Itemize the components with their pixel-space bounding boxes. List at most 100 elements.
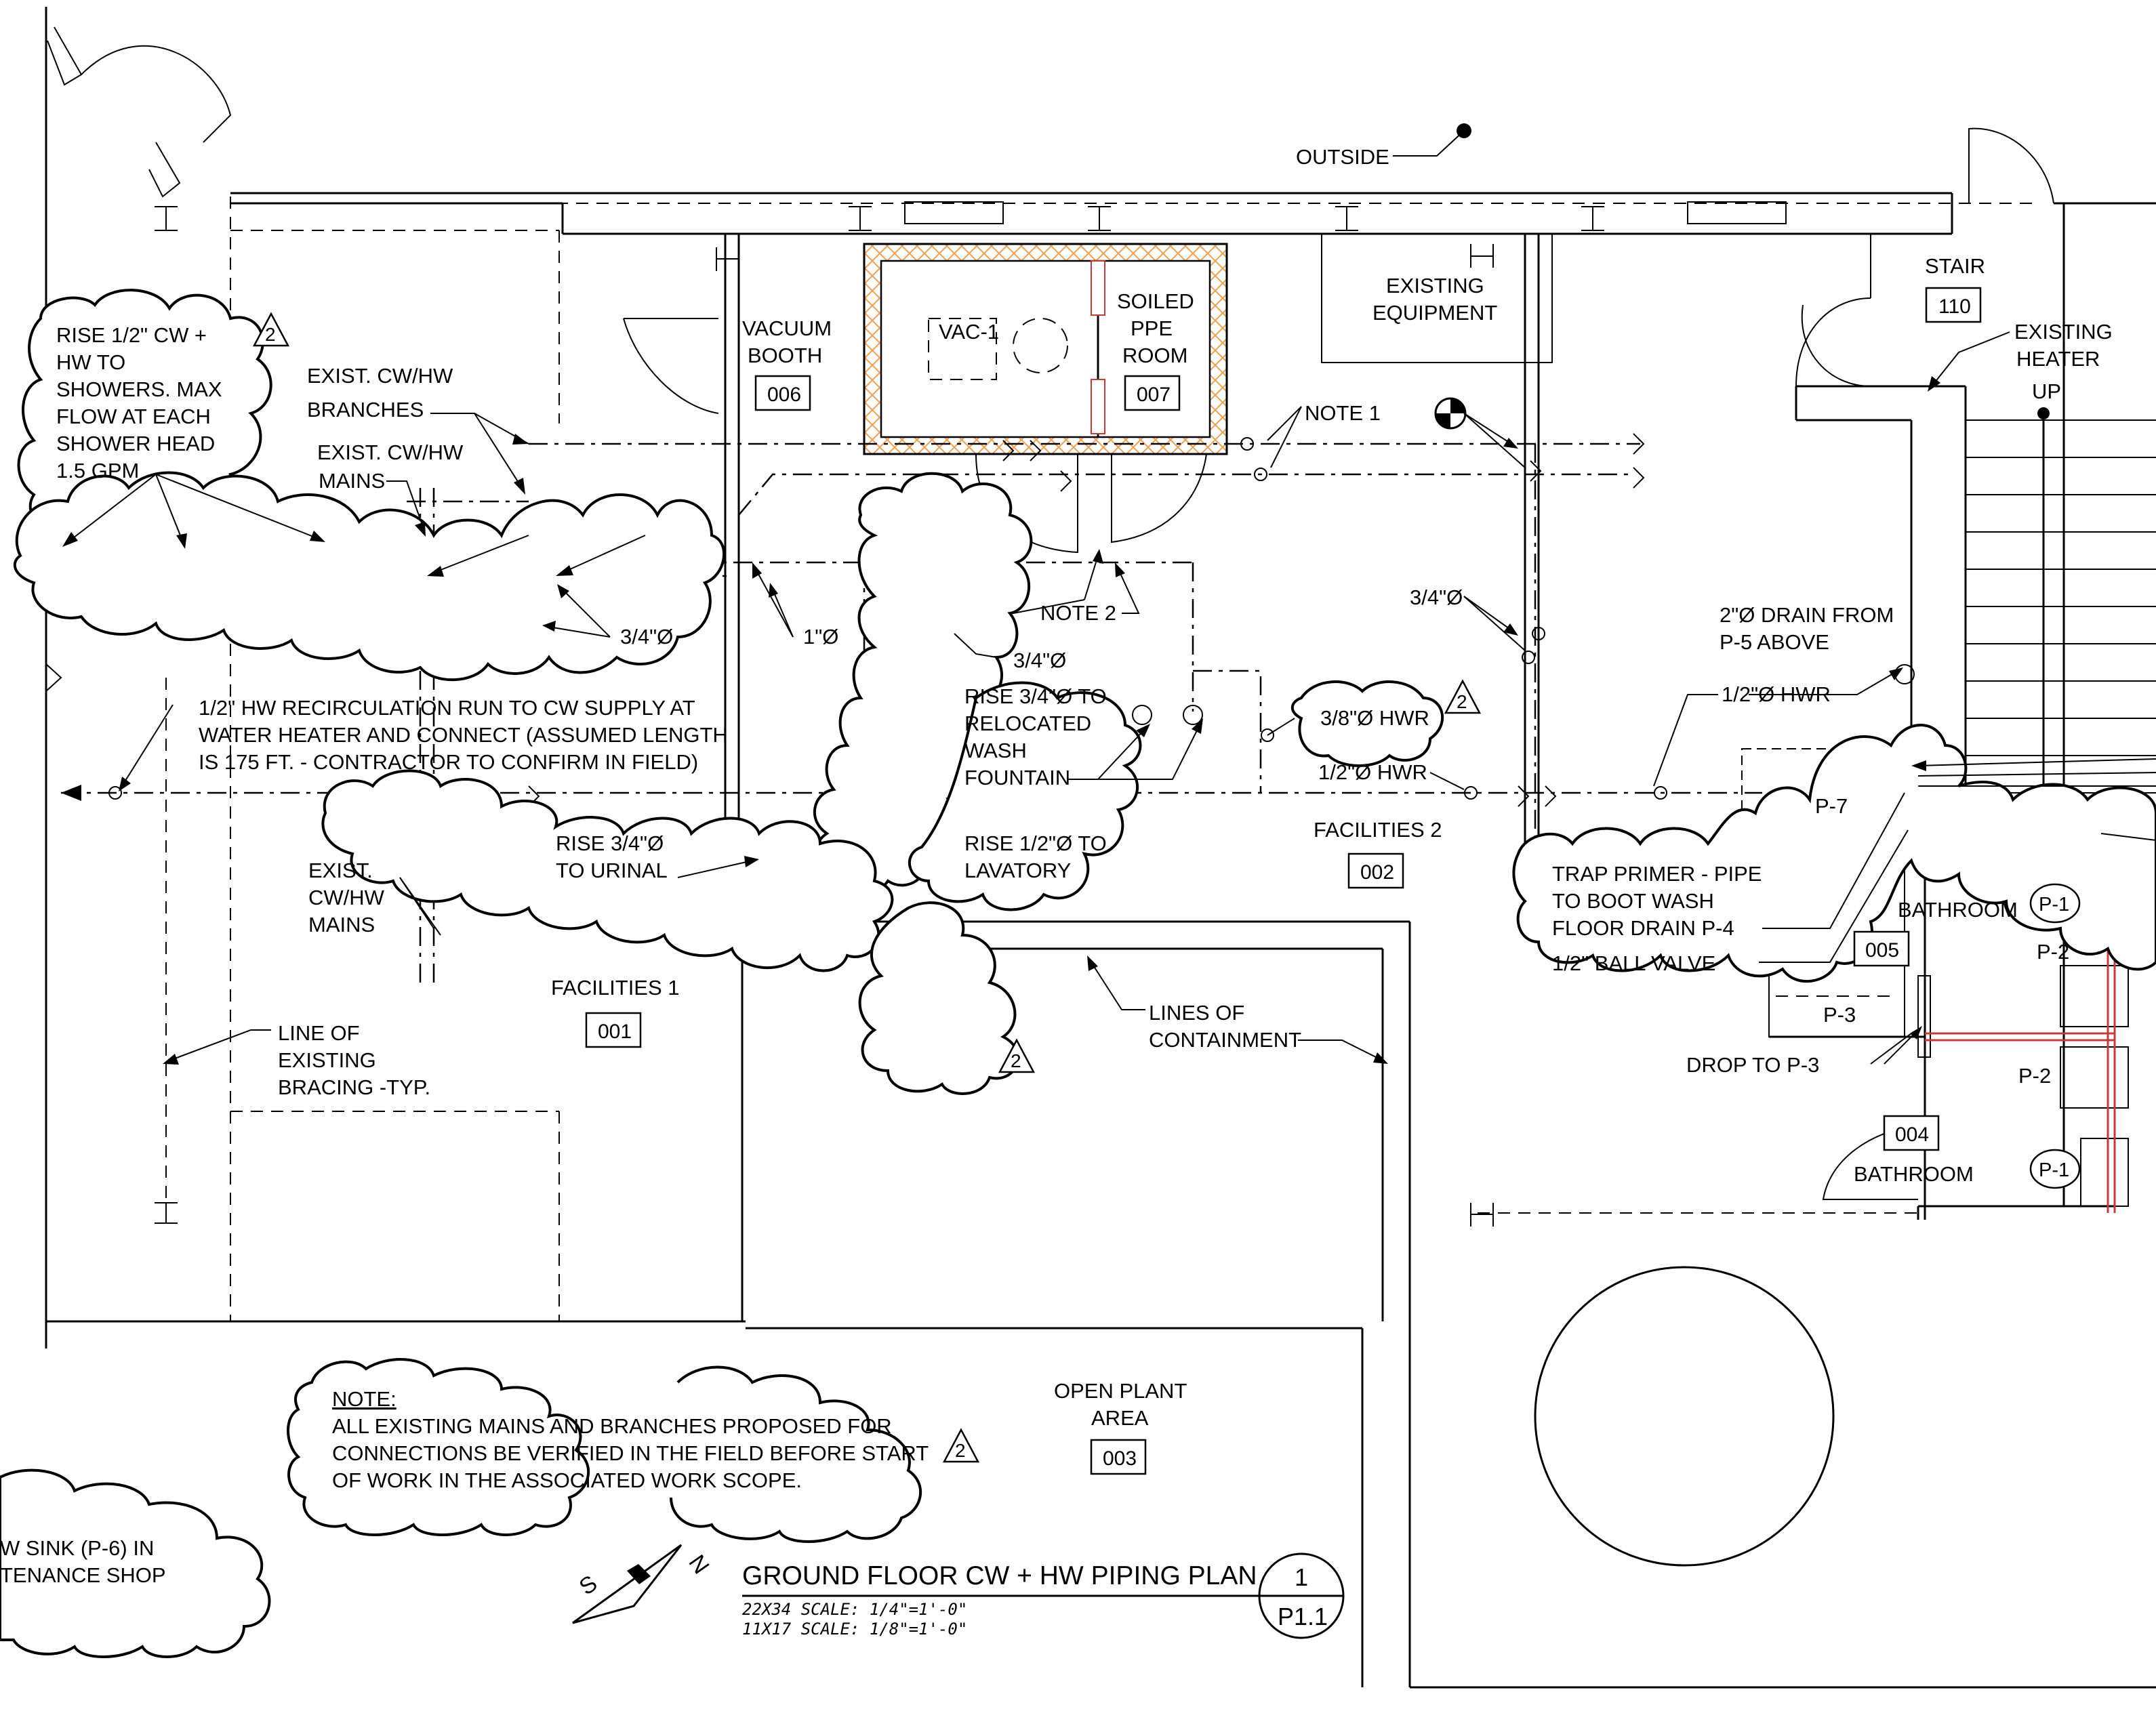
drawing-labels: OUTSIDE VACUUM BOOTH 006 VAC-1 SOILED PP… <box>0 145 2113 1587</box>
urinal-note-2: TO URINAL <box>556 859 668 882</box>
exist-branches-1: EXIST. CW/HW <box>307 364 453 388</box>
facilities1-label: FACILITIES 1 <box>551 976 680 1000</box>
showers-note-1: RISE 1/2" CW + <box>56 323 207 347</box>
fountain-note-2: RELOCATED <box>964 712 1091 735</box>
showers-note-5: SHOWER HEAD <box>56 432 215 455</box>
fixture-p2-a: P-2 <box>2037 940 2069 964</box>
existing-equipment-label-2: EQUIPMENT <box>1372 301 1497 325</box>
fixture-p1-a: P-1 <box>2039 894 2069 915</box>
open-plant-number: 003 <box>1103 1447 1137 1470</box>
stair-number: 110 <box>1938 295 1971 318</box>
lav-note-2: LAVATORY <box>964 859 1071 882</box>
stair-label: STAIR <box>1925 254 1985 278</box>
size-label-c: 3/4"Ø <box>1410 585 1463 609</box>
showers-note-3: SHOWERS. MAX <box>56 377 222 401</box>
vacuum-booth-label: VACUUM <box>742 316 832 340</box>
north-arrow-s: S <box>575 1570 602 1600</box>
note1-label: NOTE 1 <box>1305 401 1381 425</box>
soiled-ppe-number: 007 <box>1137 384 1171 406</box>
facilities2-number: 002 <box>1360 861 1394 884</box>
recirc-note-2: WATER HEATER AND CONNECT (ASSUMED LENGTH <box>199 723 728 747</box>
hwr-12-label-a: 1/2"Ø HWR <box>1318 760 1427 784</box>
containment-note-1: LINES OF <box>1149 1001 1244 1025</box>
size-label-1in: 1"Ø <box>803 625 838 648</box>
revision-triangles <box>252 312 1482 1463</box>
trap-note-3: FLOOR DRAIN P-4 <box>1552 916 1734 940</box>
general-note-line-2: CONNECTIONS BE VERIFIED IN THE FIELD BEF… <box>332 1441 929 1465</box>
existing-equipment-label-1: EXISTING <box>1386 274 1484 297</box>
title-block: S N GROUND FLOOR CW + HW PIPING PLAN 22X… <box>572 1544 1345 1639</box>
urinal-note-1: RISE 3/4"Ø <box>556 831 664 855</box>
general-note-line-3: OF WORK IN THE ASSOCIATED WORK SCOPE. <box>332 1468 802 1492</box>
fountain-note-4: FOUNTAIN <box>964 766 1070 789</box>
north-arrow-n: N <box>683 1550 714 1579</box>
exist-mains-b-2: CW/HW <box>308 886 385 909</box>
rev-triangle-label-1: 2 <box>265 324 276 345</box>
exist-mains-2: MAINS <box>319 469 385 493</box>
facilities2-label: FACILITIES 2 <box>1314 818 1442 842</box>
soiled-ppe-label-1: SOILED <box>1117 289 1194 313</box>
vacuum-booth-number: 006 <box>767 384 801 406</box>
showers-note-2: HW TO <box>56 350 125 374</box>
lav-note-1: RISE 1/2"Ø TO <box>964 831 1107 855</box>
rev-triangle-label-2: 2 <box>1457 691 1467 712</box>
exist-mains-b-3: MAINS <box>308 913 375 936</box>
soiled-ppe-label-3: ROOM <box>1122 344 1187 367</box>
existing-heater-2: HEATER <box>2016 347 2100 371</box>
up-label: UP <box>2032 379 2061 403</box>
open-plant-label-2: AREA <box>1091 1406 1149 1430</box>
trap-note-1: TRAP PRIMER - PIPE <box>1552 862 1762 886</box>
bathroom-004-number: 004 <box>1895 1124 1929 1146</box>
sink-note-1: W SINK (P-6) IN <box>0 1536 154 1560</box>
stair-treads <box>1966 419 2156 794</box>
scale-22x34: 22X34 SCALE: 1/4"=1'-0" <box>742 1600 967 1619</box>
drawing-title: GROUND FLOOR CW + HW PIPING PLAN <box>742 1561 1257 1590</box>
scale-11x17: 11X17 SCALE: 1/8"=1'-0" <box>742 1620 967 1639</box>
bathroom-004-label: BATHROOM <box>1854 1162 1974 1186</box>
recirc-note-1: 1/2" HW RECIRCULATION RUN TO CW SUPPLY A… <box>199 696 695 720</box>
fountain-note-1: RISE 3/4"Ø TO <box>964 684 1107 708</box>
open-plant-label-1: OPEN PLANT <box>1054 1379 1187 1403</box>
recirc-note-3: IS 175 FT. - CONTRACTOR TO CONFIRM IN FI… <box>199 750 698 774</box>
outside-marker <box>1393 123 1471 157</box>
general-note-heading: NOTE: <box>332 1387 396 1411</box>
exist-branches-2: BRANCHES <box>307 398 424 421</box>
vacuum-booth-label-2: BOOTH <box>748 344 822 367</box>
showers-note-6: 1.5 GPM <box>56 459 139 482</box>
column-markers <box>155 206 1604 1227</box>
size-label-a: 3/4"Ø <box>620 625 673 648</box>
revision-clouds <box>0 289 2156 1658</box>
sink-note-2: TENANCE SHOP <box>0 1563 166 1587</box>
leader-lines <box>62 331 2156 1065</box>
drop-p3-label: DROP TO P-3 <box>1686 1053 1819 1077</box>
north-arrow-icon: S N <box>572 1544 714 1624</box>
vac1-label: VAC-1 <box>939 320 999 344</box>
hwr-12-label-b: 1/2"Ø HWR <box>1722 682 1831 706</box>
fixture-p7: P-7 <box>1815 794 1848 818</box>
rev-triangle-label-3: 2 <box>1011 1050 1021 1071</box>
drain-note-1: 2"Ø DRAIN FROM <box>1720 603 1894 627</box>
note2-label: NOTE 2 <box>1040 601 1116 625</box>
bracing-note-1: LINE OF <box>278 1021 360 1045</box>
soiled-ppe-label-2: PPE <box>1131 316 1173 340</box>
fixture-p1-b: P-1 <box>2039 1159 2069 1181</box>
size-label-b: 3/4"Ø <box>1013 648 1066 672</box>
bracing-note-2: EXISTING <box>278 1048 376 1072</box>
facilities1-number: 001 <box>598 1021 632 1043</box>
sheet-number: P1.1 <box>1278 1603 1328 1630</box>
fountain-note-3: WASH <box>964 739 1027 762</box>
rev-triangle-label-4: 2 <box>955 1440 966 1461</box>
existing-heater-1: EXISTING <box>2014 320 2113 344</box>
containment-note-2: CONTAINMENT <box>1149 1028 1301 1052</box>
detail-number: 1 <box>1295 1563 1308 1591</box>
outside-label: OUTSIDE <box>1296 145 1389 169</box>
exist-mains-b-1: EXIST. <box>308 859 373 882</box>
ball-valve-label: 1/2" BALL VALVE <box>1552 951 1715 975</box>
room-tags <box>585 287 2081 1475</box>
fixture-p3: P-3 <box>1823 1003 1856 1027</box>
exist-mains-1: EXIST. CW/HW <box>317 440 464 464</box>
bathroom-005-label: BATHROOM <box>1898 898 2018 922</box>
fixture-p2-b: P-2 <box>2018 1064 2051 1088</box>
showers-note-4: FLOW AT EACH <box>56 405 211 428</box>
